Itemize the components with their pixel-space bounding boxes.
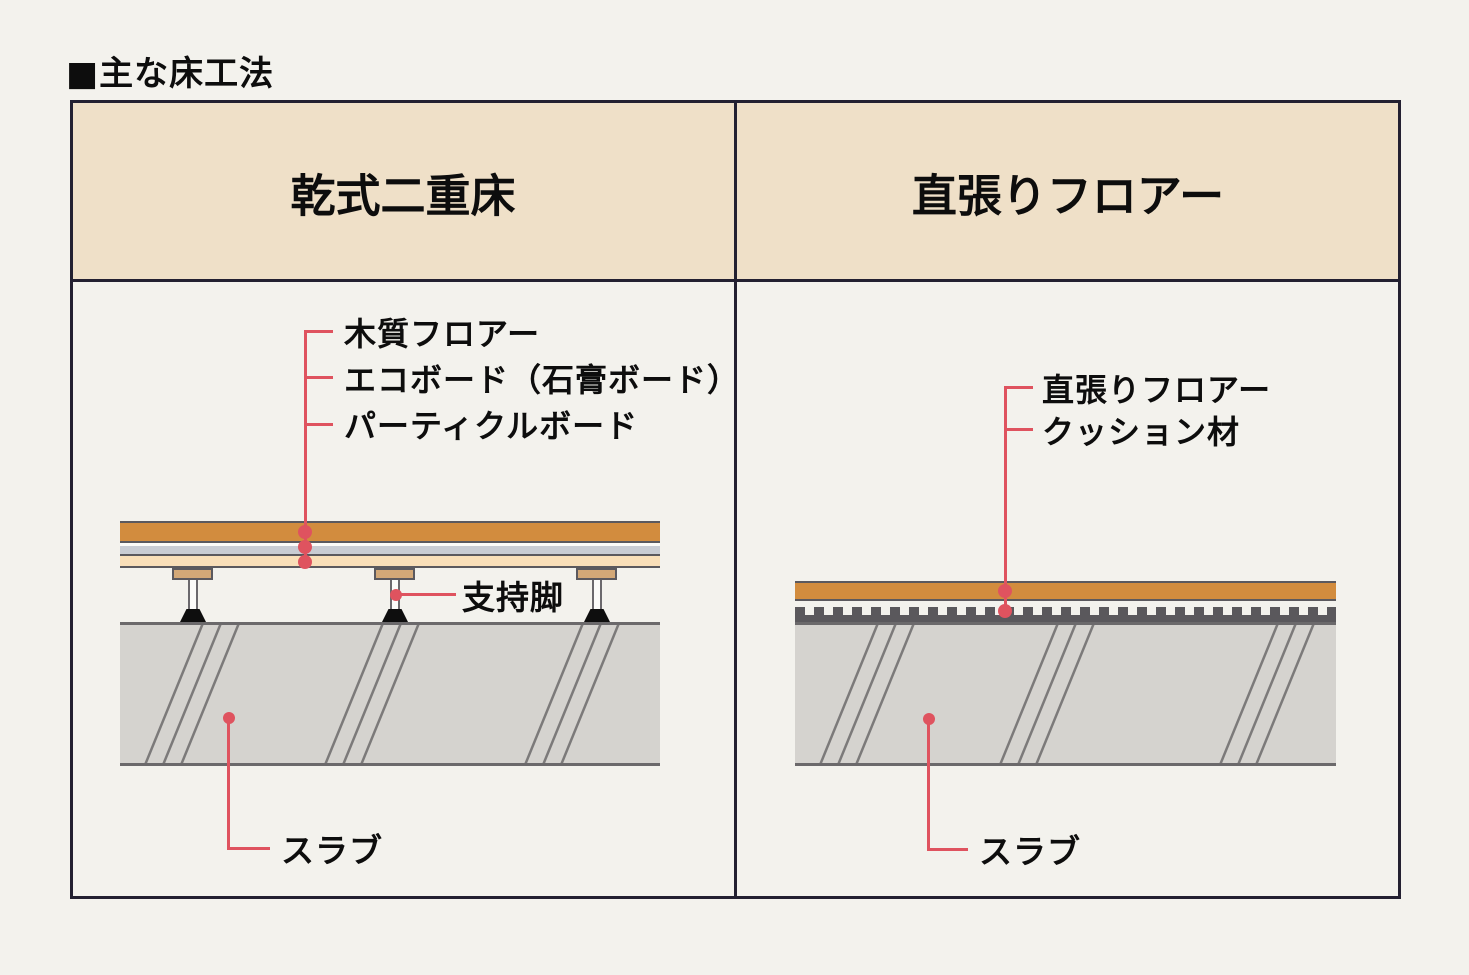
label-wood-floor: 木質フロアー xyxy=(344,315,541,353)
leader-dot xyxy=(923,713,935,725)
leg-pad xyxy=(576,568,617,580)
label-slab: スラブ xyxy=(979,832,1081,871)
header-title-direct-laid-floor: 直張りフロアー xyxy=(911,169,1225,223)
leader-tick xyxy=(1004,428,1033,431)
eco-board-layer xyxy=(120,546,660,554)
leg-foot xyxy=(382,609,408,622)
leader-dot xyxy=(298,525,312,539)
label-eco-board: エコボード（石膏ボード） xyxy=(344,361,741,399)
leader-dot xyxy=(390,589,402,601)
direct-floor-layer xyxy=(795,581,1336,601)
leg-post xyxy=(188,580,198,610)
slab xyxy=(795,622,1336,766)
leader-line-horizontal xyxy=(396,593,456,596)
leader-line-vertical xyxy=(1004,386,1007,611)
leader-dot xyxy=(223,712,235,724)
particle-board-layer xyxy=(120,556,660,566)
leader-tick xyxy=(1004,386,1033,389)
layer-border xyxy=(120,541,660,543)
label-particle-board: パーティクルボード xyxy=(344,407,639,445)
wood-floor-layer xyxy=(120,523,660,541)
cushion-teeth xyxy=(795,607,1336,615)
header-title-dry-double-floor: 乾式二重床 xyxy=(290,169,516,223)
label-direct-floor: 直張りフロアー xyxy=(1042,371,1272,409)
leader-tick xyxy=(304,330,333,333)
slab-hatch xyxy=(144,625,620,763)
leader-line-vertical xyxy=(227,718,230,850)
leader-dot xyxy=(998,604,1012,618)
leader-line-vertical xyxy=(927,719,930,851)
leader-tick xyxy=(304,376,333,379)
layer-gap xyxy=(120,543,660,546)
leader-line-horizontal xyxy=(929,848,968,851)
label-cushion: クッション材 xyxy=(1042,413,1241,451)
leg-pad xyxy=(374,568,415,580)
header-cell-dry-double-floor xyxy=(73,103,734,279)
header-bottom-rule xyxy=(73,279,1398,282)
leg-pad xyxy=(172,568,213,580)
layer-border xyxy=(120,554,660,556)
floor-methods-table xyxy=(70,100,1401,899)
layer-border xyxy=(120,521,660,523)
slab-hatch xyxy=(819,625,1315,763)
leader-dot xyxy=(298,555,312,569)
leg-post xyxy=(592,580,602,610)
leader-line-horizontal xyxy=(229,847,270,850)
leader-dot xyxy=(998,584,1012,598)
layer-border xyxy=(120,566,660,568)
cushion-bar xyxy=(795,615,1336,623)
page-title: ■主な床工法 xyxy=(66,54,275,94)
header-cell-direct-laid-floor xyxy=(737,103,1398,279)
leader-dot xyxy=(298,540,312,554)
column-divider xyxy=(734,103,737,896)
leader-line-vertical xyxy=(304,330,307,562)
leader-tick xyxy=(304,423,333,426)
leg-foot xyxy=(584,609,610,622)
label-support-leg: 支持脚 xyxy=(462,578,564,617)
leg-foot xyxy=(180,609,206,622)
slab xyxy=(120,622,660,766)
label-slab: スラブ xyxy=(281,831,383,870)
